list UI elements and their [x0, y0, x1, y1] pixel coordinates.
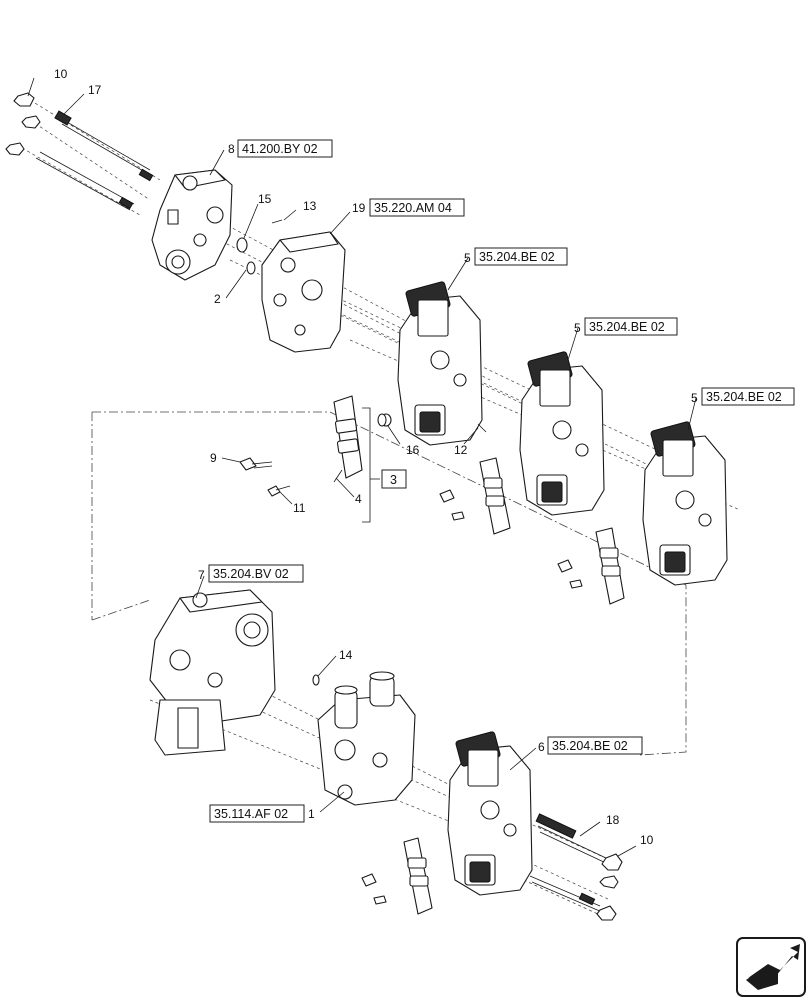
ref-5a: 35.204.BE 02 [479, 250, 555, 264]
ref-box-5b [584, 317, 678, 336]
callout-15: 15 [258, 192, 272, 206]
ref-box-1 [209, 804, 305, 823]
assembly-boundary [91, 411, 687, 756]
end-section-part-7 [149, 589, 276, 756]
callout-5c: 5 [691, 391, 698, 405]
cover-plate-a [439, 457, 511, 535]
callout-12: 12 [454, 443, 468, 457]
ref-1: 35.114.AF 02 [214, 807, 288, 821]
callout-13: 13 [303, 199, 317, 213]
o-ring-2 [246, 261, 256, 275]
callout-10-bottom: 10 [640, 833, 654, 847]
callout-11: 11 [293, 501, 306, 515]
working-section-6 [447, 731, 533, 896]
tie-rod-set-top [5, 92, 154, 211]
leader-lines [27, 77, 697, 857]
o-ring-14 [312, 674, 320, 686]
ref-box-5c [701, 387, 795, 406]
working-section-5c [642, 421, 728, 586]
ref-5c: 35.204.BE 02 [706, 390, 782, 404]
working-section-5a [397, 281, 483, 446]
cover-plate-3-4 [333, 395, 392, 483]
ref-5b: 35.204.BE 02 [589, 320, 665, 334]
callout-4: 4 [355, 492, 362, 506]
ref-box-6 [547, 736, 643, 755]
callout-1: 1 [308, 807, 315, 821]
callout-8: 8 [228, 142, 235, 156]
callout-18: 18 [606, 813, 620, 827]
callout-17: 17 [88, 83, 102, 97]
ref-8: 41.200.BY 02 [242, 142, 318, 156]
callout-5b: 5 [574, 321, 581, 335]
ring-16 [377, 413, 387, 427]
callout-10-top: 10 [54, 67, 68, 81]
cover-plate-b [557, 527, 625, 605]
ref-6: 35.204.BE 02 [552, 739, 628, 753]
screw-11 [267, 485, 291, 497]
callout-19: 19 [352, 201, 366, 215]
o-ring-15 [236, 237, 248, 253]
callout-7: 7 [198, 568, 205, 582]
callout-16: 16 [406, 443, 420, 457]
callout-9: 9 [210, 451, 217, 465]
ref-19: 35.220.AM 04 [374, 201, 452, 215]
forward-arrow-icon[interactable] [736, 937, 806, 997]
pin-12 [477, 423, 487, 433]
ref-box-8 [237, 139, 333, 158]
section-part-1 [317, 671, 416, 806]
inlet-section-part-8 [151, 169, 233, 281]
callout-14: 14 [339, 648, 353, 662]
ref-box-5a [474, 247, 568, 266]
callout-3: 3 [390, 473, 397, 487]
ref-box-3 [381, 469, 407, 489]
section-part-19 [261, 231, 346, 353]
callout-6: 6 [538, 740, 545, 754]
pin-13 [271, 219, 283, 224]
callout-5a: 5 [464, 251, 471, 265]
cover-plate-c [361, 837, 433, 915]
working-section-5b [519, 351, 605, 516]
ref-7: 35.204.BV 02 [213, 567, 289, 581]
callout-2: 2 [214, 292, 221, 306]
tie-rod-set-bottom [529, 813, 623, 921]
ref-box-19 [369, 198, 465, 217]
bolt-9 [239, 457, 273, 471]
ref-box-7 [208, 564, 304, 583]
